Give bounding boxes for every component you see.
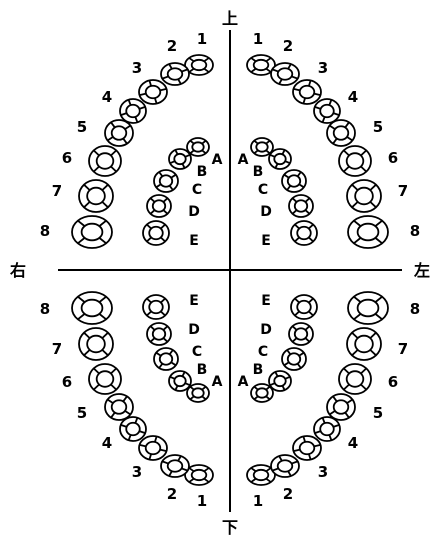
tooth-upper-left-5-label: 5	[373, 118, 383, 136]
tooth-upper-left-D-label: D	[260, 204, 272, 220]
tooth-lower-left-8-label: 8	[410, 300, 420, 318]
tooth-upper-left-1: 1	[247, 30, 275, 75]
tooth-lower-left-7-label: 7	[398, 340, 408, 358]
tooth-lower-right-A-label: A	[212, 374, 223, 390]
tooth-lower-right-7: 7	[52, 328, 113, 360]
tooth-lower-left-5-label: 5	[373, 404, 383, 422]
tooth-upper-right-6-label: 6	[62, 149, 72, 167]
tooth-upper-left-1-label: 1	[253, 30, 263, 48]
tooth-upper-right-8-label: 8	[40, 222, 50, 240]
tooth-upper-right-2: 2	[161, 37, 189, 85]
tooth-lower-left-1-label: 1	[253, 492, 263, 510]
tooth-lower-left-D: D	[260, 322, 313, 345]
tooth-upper-left-E-label: E	[261, 233, 271, 249]
tooth-lower-right-3: 3	[132, 436, 167, 481]
tooth-lower-left-C: C	[258, 344, 306, 370]
tooth-upper-right-5-label: 5	[77, 118, 87, 136]
tooth-upper-right-4-label: 4	[102, 88, 112, 106]
tooth-lower-left-1: 1	[247, 465, 275, 510]
tooth-lower-right-5: 5	[77, 394, 133, 422]
tooth-lower-left-E-label: E	[261, 293, 271, 309]
tooth-lower-left-7: 7	[347, 328, 408, 360]
tooth-lower-left-D-label: D	[260, 322, 272, 338]
tooth-upper-left-5: 5	[327, 118, 383, 146]
tooth-upper-left-B-label: B	[253, 164, 264, 180]
tooth-lower-left-5: 5	[327, 394, 383, 422]
tooth-upper-right-1-label: 1	[197, 30, 207, 48]
tooth-lower-right-1: 1	[185, 465, 213, 510]
tooth-upper-right-E: E	[143, 221, 199, 249]
tooth-lower-left-4-label: 4	[348, 434, 358, 452]
tooth-lower-right-B-label: B	[197, 362, 208, 378]
tooth-upper-right-D-label: D	[188, 204, 200, 220]
tooth-upper-right-3-label: 3	[132, 59, 142, 77]
tooth-lower-left-A-label: A	[238, 374, 249, 390]
tooth-lower-right-4-label: 4	[102, 434, 112, 452]
tooth-lower-left-3-label: 3	[318, 463, 328, 481]
tooth-lower-right-3-label: 3	[132, 463, 142, 481]
tooth-lower-right-1-label: 1	[197, 492, 207, 510]
tooth-upper-right-7-label: 7	[52, 182, 62, 200]
tooth-lower-right-8-label: 8	[40, 300, 50, 318]
tooth-upper-right-D: D	[147, 195, 200, 220]
tooth-upper-left-7-label: 7	[398, 182, 408, 200]
tooth-upper-left-4-label: 4	[348, 88, 358, 106]
tooth-lower-right-6: 6	[62, 364, 121, 394]
tooth-lower-left-2-label: 2	[283, 485, 293, 503]
tooth-upper-right-7: 7	[52, 180, 113, 212]
tooth-lower-right-7-label: 7	[52, 340, 62, 358]
tooth-upper-left-7: 7	[347, 180, 408, 212]
tooth-lower-left-2: 2	[271, 455, 299, 503]
tooth-upper-left-D: D	[260, 195, 313, 220]
tooth-lower-left-A: A	[238, 374, 273, 402]
tooth-lower-left-C-label: C	[258, 344, 268, 360]
tooth-upper-left-2-label: 2	[283, 37, 293, 55]
tooth-upper-right-2-label: 2	[167, 37, 177, 55]
tooth-upper-left-8: 8	[348, 216, 420, 248]
tooth-upper-right-5: 5	[77, 118, 133, 146]
tooth-upper-right-3: 3	[132, 59, 167, 104]
tooth-upper-right-6: 6	[62, 146, 121, 176]
tooth-lower-left-E: E	[261, 293, 317, 319]
direction-left: 左	[413, 261, 430, 280]
tooth-upper-left-8-label: 8	[410, 222, 420, 240]
tooth-lower-left-3: 3	[293, 436, 328, 481]
tooth-lower-left-6: 6	[339, 364, 398, 394]
tooth-upper-right-A-label: A	[212, 152, 223, 168]
tooth-lower-right-5-label: 5	[77, 404, 87, 422]
tooth-upper-left-3: 3	[293, 59, 328, 104]
tooth-upper-left-E: E	[261, 221, 317, 249]
tooth-upper-right-8: 8	[40, 216, 112, 248]
tooth-lower-right-8: 8	[40, 292, 112, 324]
tooth-lower-left-6-label: 6	[388, 373, 398, 391]
tooth-lower-right-E: E	[143, 293, 199, 319]
direction-top: 上	[222, 9, 238, 28]
direction-bottom: 下	[222, 518, 238, 537]
tooth-lower-right-D-label: D	[188, 322, 200, 338]
tooth-lower-right-2: 2	[161, 455, 189, 503]
tooth-upper-left-6: 6	[339, 146, 398, 176]
tooth-lower-left-B-label: B	[253, 362, 264, 378]
tooth-upper-right-1: 1	[185, 30, 213, 75]
tooth-lower-right-E-label: E	[189, 293, 199, 309]
tooth-upper-right-B-label: B	[197, 164, 208, 180]
tooth-upper-left-A-label: A	[238, 152, 249, 168]
tooth-lower-right-C: C	[154, 344, 202, 370]
tooth-upper-right-C: C	[154, 170, 202, 198]
tooth-upper-left-6-label: 6	[388, 149, 398, 167]
tooth-lower-right-C-label: C	[192, 344, 202, 360]
tooth-lower-right-2-label: 2	[167, 485, 177, 503]
tooth-upper-left-3-label: 3	[318, 59, 328, 77]
tooth-upper-left-2: 2	[271, 37, 299, 85]
tooth-lower-right-A: A	[187, 374, 223, 402]
tooth-upper-right-E-label: E	[189, 233, 199, 249]
direction-right: 右	[10, 261, 26, 280]
tooth-upper-left-C-label: C	[258, 182, 268, 198]
tooth-lower-left-8: 8	[348, 292, 420, 324]
tooth-upper-left-C: C	[258, 170, 306, 198]
tooth-upper-right-C-label: C	[192, 182, 202, 198]
tooth-lower-right-6-label: 6	[62, 373, 72, 391]
tooth-lower-right-D: D	[147, 322, 200, 345]
